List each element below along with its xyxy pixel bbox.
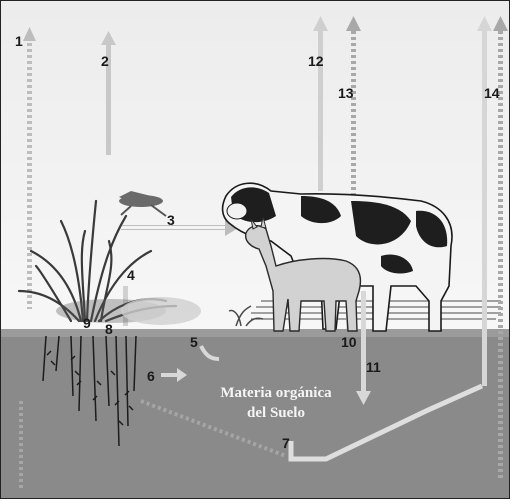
soil-organic-matter-label: Materia orgánica del Suelo	[176, 383, 376, 423]
label-10: 10	[341, 334, 357, 350]
label-5: 5	[190, 334, 198, 350]
label-12: 12	[308, 53, 324, 69]
label-3: 3	[167, 212, 175, 228]
label-14: 14	[484, 85, 500, 101]
label-6: 6	[147, 368, 155, 384]
label-8: 8	[105, 321, 113, 337]
label-2: 2	[101, 53, 109, 69]
label-1: 1	[15, 33, 23, 49]
soil-organic-matter-line2: del Suelo	[176, 403, 376, 423]
label-4: 4	[127, 267, 135, 283]
soil-organic-matter-line1: Materia orgánica	[176, 383, 376, 403]
label-11: 11	[366, 359, 381, 375]
label-13: 13	[338, 85, 354, 101]
label-7: 7	[282, 435, 290, 451]
label-9: 9	[83, 315, 91, 331]
